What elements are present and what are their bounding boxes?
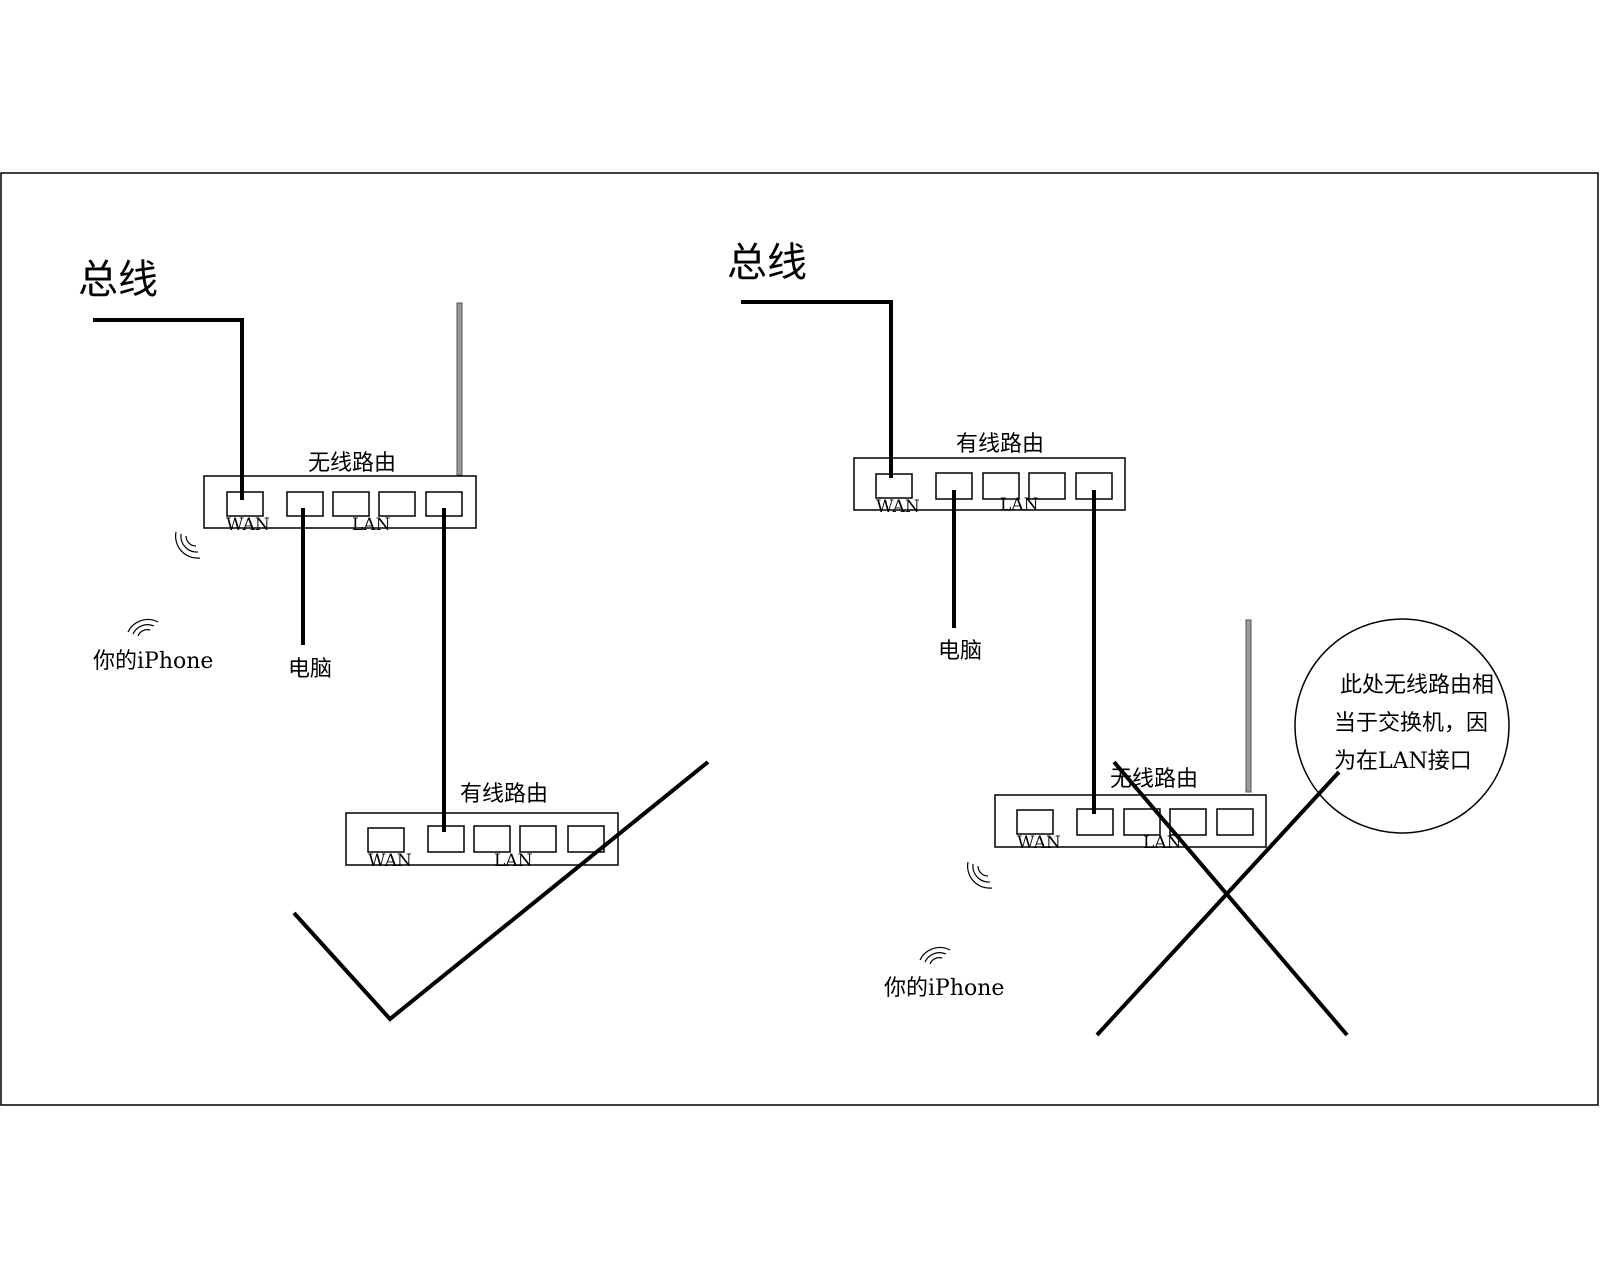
left-wired-lan-port-3 (519, 825, 557, 853)
right-wired-lan-port-2 (982, 472, 1020, 500)
right-wr-lan-port-2 (1123, 808, 1161, 836)
note-circle (1294, 618, 1510, 834)
right-wr-lan-port-1 (1076, 808, 1114, 836)
left-wired-lan-port-1 (427, 825, 465, 853)
left-wireless-router-label: 无线路由 (308, 451, 396, 476)
right-main-line-label: 总线 (727, 240, 807, 286)
diagram-frame (0, 172, 1599, 1106)
left-wr-wan-label: WAN (226, 515, 270, 535)
right-computer-label: 电脑 (938, 639, 982, 664)
right-wired-router-box (853, 457, 1126, 511)
right-wired-lan-port-3 (1028, 472, 1066, 500)
left-wired-wan-port (367, 827, 405, 853)
left-main-line-label: 总线 (78, 257, 158, 303)
right-wr-wan-port (1016, 809, 1054, 835)
note-line-2: 当于交换机，因 (1334, 711, 1488, 736)
note-line-3: 为在LAN接口 (1334, 749, 1472, 774)
check-mark-icon (292, 760, 710, 1022)
left-diagram: 总线 无线路由 WAN LAN 电脑 你的iPhone (78, 257, 710, 1022)
right-diagram: 总线 有线路由 WAN LAN 电脑 无线路由 WAN LAN (727, 240, 1510, 1037)
note-line-1: 此处无线路由相 (1340, 673, 1494, 698)
right-wired-router-label: 有线路由 (956, 432, 1044, 457)
right-wireless-router-label: 无线路由 (1110, 767, 1198, 792)
right-main-line (741, 300, 893, 478)
left-iphone-label: 你的iPhone (93, 649, 213, 674)
antenna-icon (1245, 619, 1252, 793)
left-wr-lan-port-2 (332, 491, 370, 517)
left-wired-lan-label: LAN (494, 851, 533, 871)
left-wired-lan-port-4 (567, 825, 605, 853)
left-wireless-router-box (203, 475, 477, 529)
left-wired-lan-port-2 (473, 825, 511, 853)
cross-mark-icon (1095, 760, 1349, 1037)
left-main-line (93, 318, 244, 500)
wifi-icon (919, 946, 951, 965)
left-wr-wan-port (226, 491, 264, 517)
wifi-icon (127, 618, 159, 637)
right-wireless-router-box (994, 794, 1267, 848)
right-wr-lan-label: LAN (1143, 833, 1182, 853)
right-wired-wan-label: WAN (876, 497, 920, 517)
left-wired-wan-label: WAN (368, 851, 412, 871)
wifi-icon (967, 861, 993, 889)
antenna-icon (456, 302, 463, 476)
left-wr-lan-port-3 (378, 491, 416, 517)
left-computer-label: 电脑 (288, 657, 332, 682)
left-wired-router-box (345, 812, 619, 866)
right-wired-lan-label: LAN (1000, 495, 1039, 515)
left-wired-router-label: 有线路由 (460, 782, 548, 807)
right-wr-lan-port-4 (1216, 808, 1254, 836)
right-wr-wan-label: WAN (1017, 833, 1061, 853)
right-wired-wan-port (875, 473, 913, 499)
left-wr-lan-label: LAN (352, 515, 391, 535)
right-iphone-label: 你的iPhone (884, 976, 1004, 1001)
right-wr-lan-port-3 (1169, 808, 1207, 836)
wifi-icon (175, 531, 201, 559)
